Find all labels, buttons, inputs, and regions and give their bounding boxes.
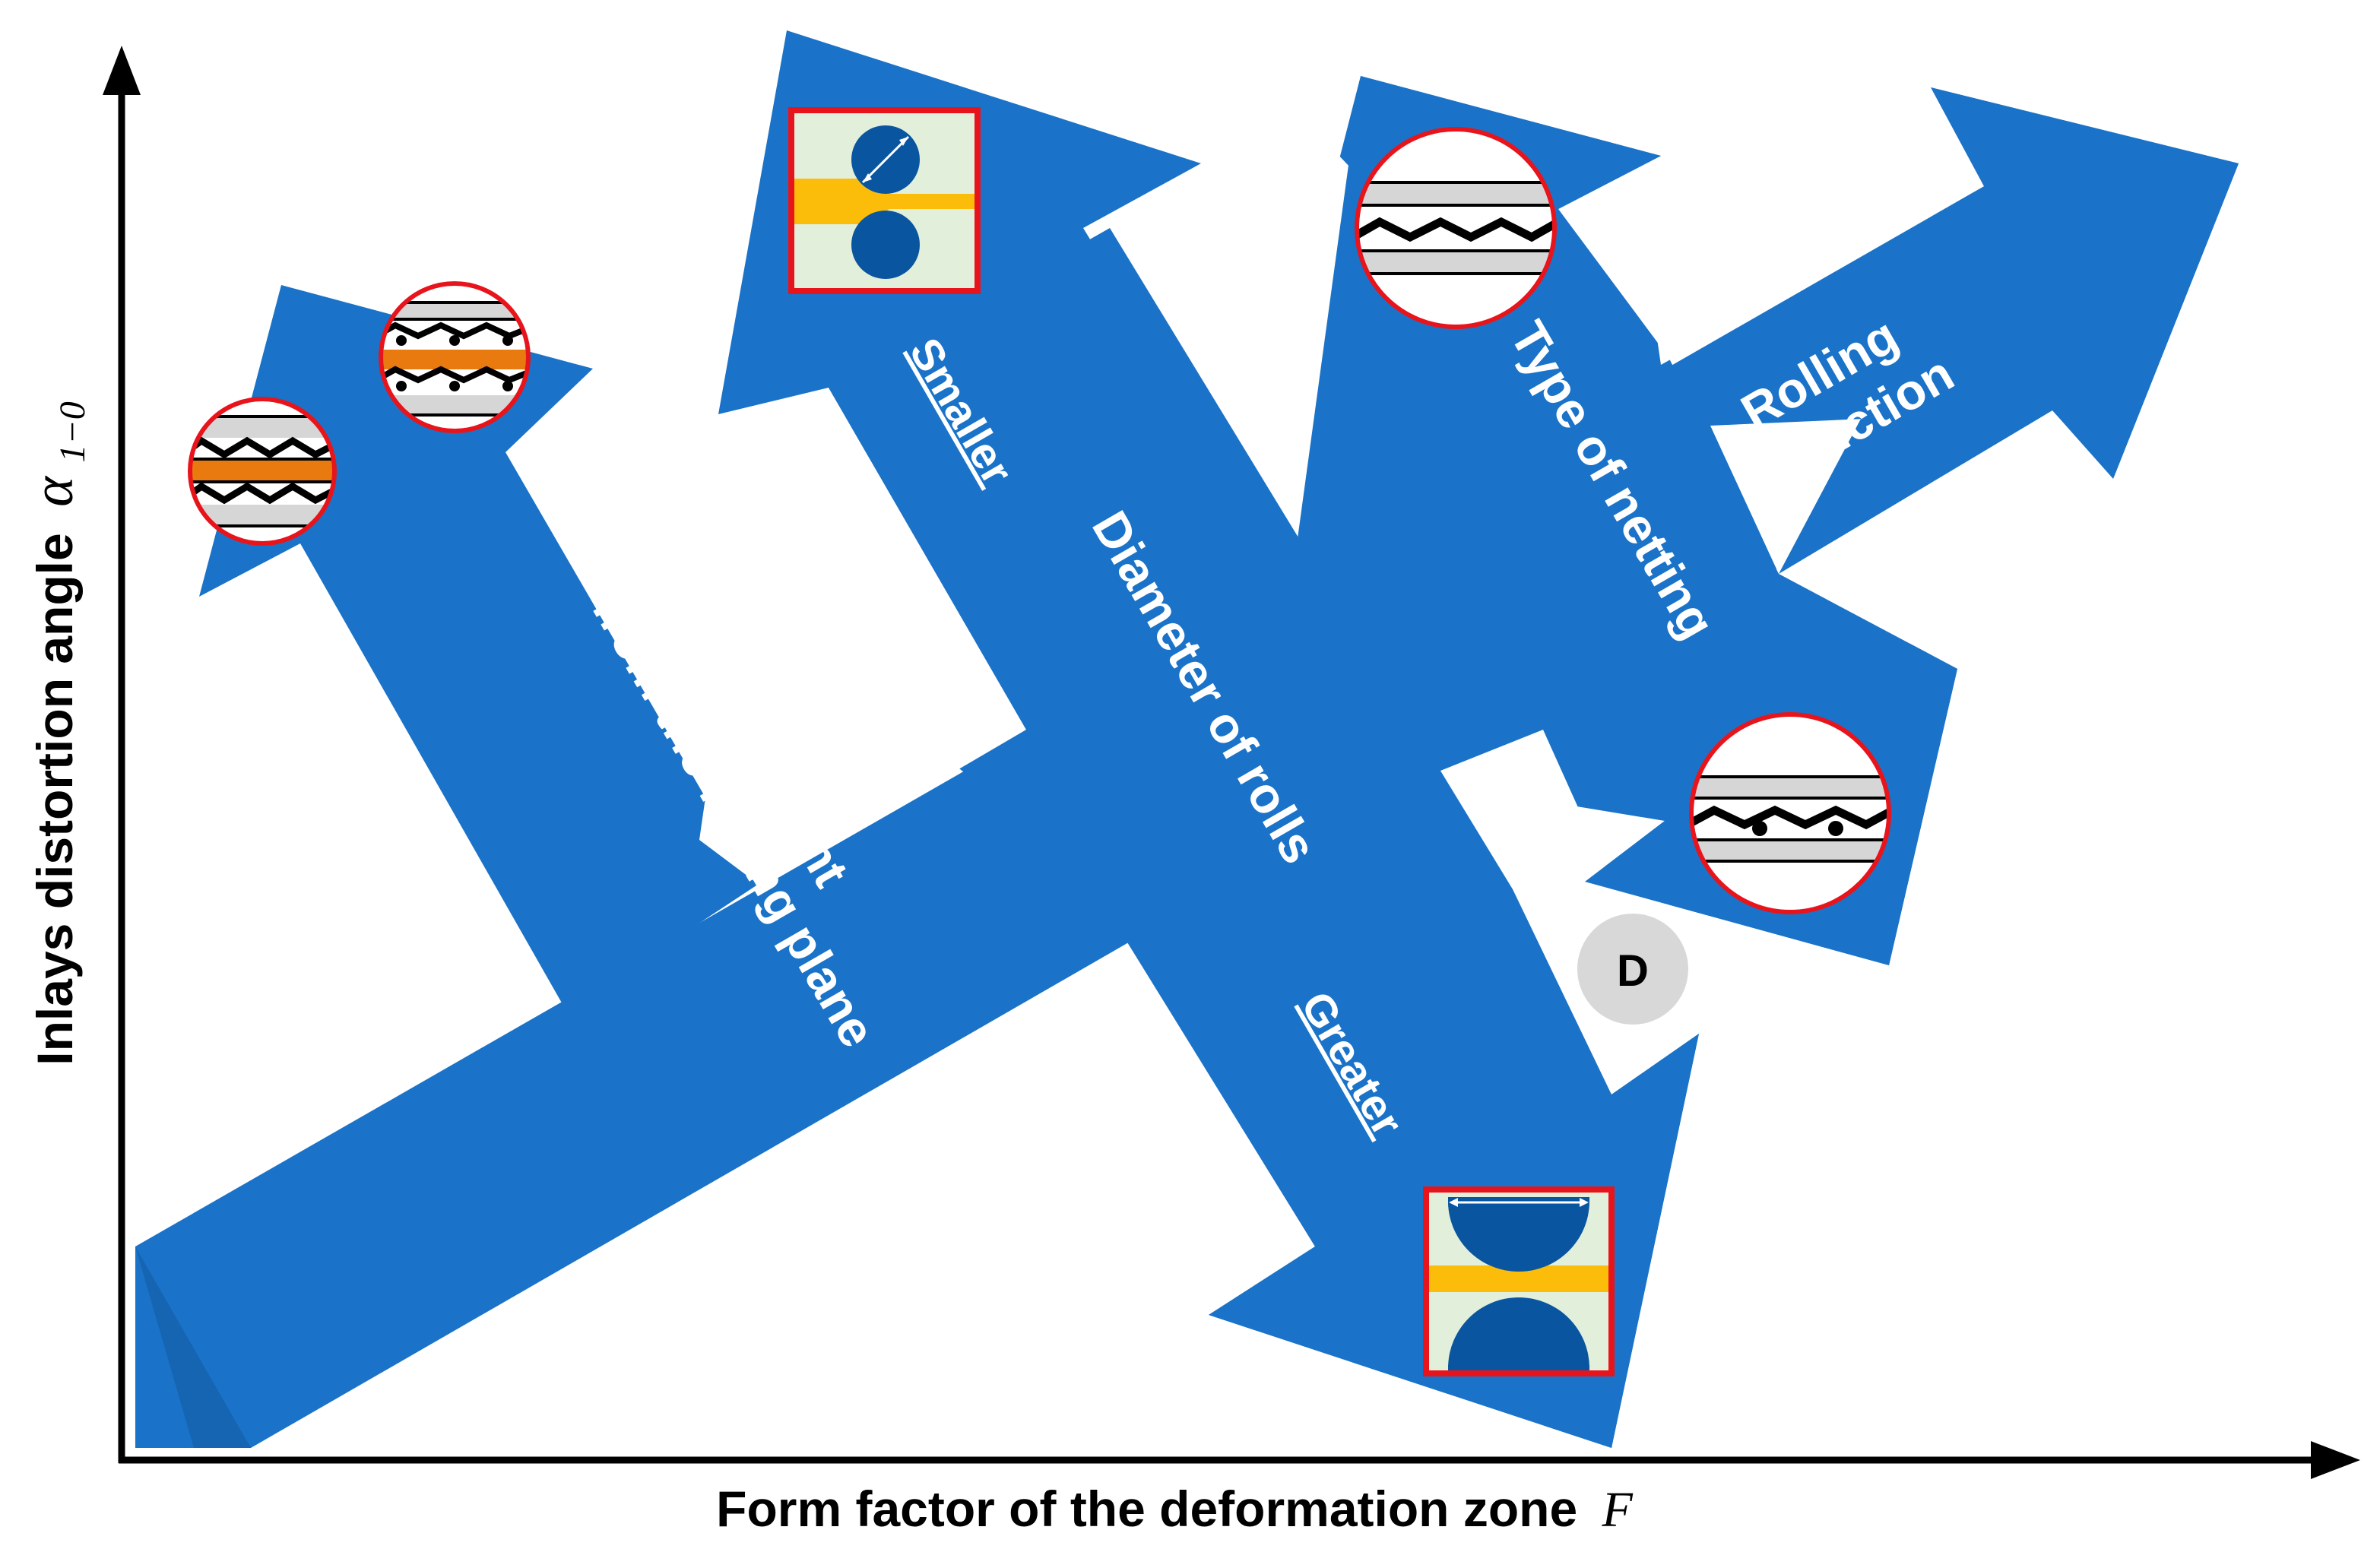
x-axis-arrowhead [2311, 1441, 2360, 1479]
svg-text:Inlays distortion angle: Inlays distortion angle α 1−0 [21, 401, 93, 1065]
reduction-shaft [1779, 87, 2239, 574]
diameter-shaft [829, 228, 1699, 1448]
zigzag-inlay-icon [188, 397, 337, 546]
gap-upper [1110, 106, 1364, 578]
x-axis-symbol: F [1602, 1482, 1634, 1538]
x-axis-title: Form factor of the deformation zone F [716, 1481, 1633, 1538]
layered-dots-icon [379, 281, 531, 433]
gap-left [699, 388, 1026, 885]
y-axis-arrowhead [103, 46, 141, 95]
trunk-foot-shade [135, 1246, 251, 1448]
axes [103, 46, 2360, 1479]
large-roll-pair-icon [1423, 1186, 1615, 1376]
y-axis-label: Inlays distortion angle [27, 533, 83, 1065]
marker-d: D [1577, 914, 1688, 1025]
dotted-netting-icon [1689, 712, 1891, 914]
gap-top-right [1634, 87, 1984, 365]
svg-text:Form factor of the deformation: Form factor of the deformation zone F [716, 1481, 1633, 1538]
y-axis-subscript: 1−0 [52, 401, 93, 462]
y-axis-title: Inlays distortion angle α 1−0 [21, 401, 93, 1065]
arrow-gaps [699, 87, 2117, 1034]
displacement-arrow [199, 285, 756, 1011]
y-axis-symbol: α [21, 475, 85, 507]
x-axis-label: Form factor of the deformation zone [716, 1481, 1577, 1537]
roll-pair-icon [788, 107, 981, 294]
marker-d-label: D [1617, 946, 1649, 996]
single-netting-icon [1355, 127, 1557, 329]
